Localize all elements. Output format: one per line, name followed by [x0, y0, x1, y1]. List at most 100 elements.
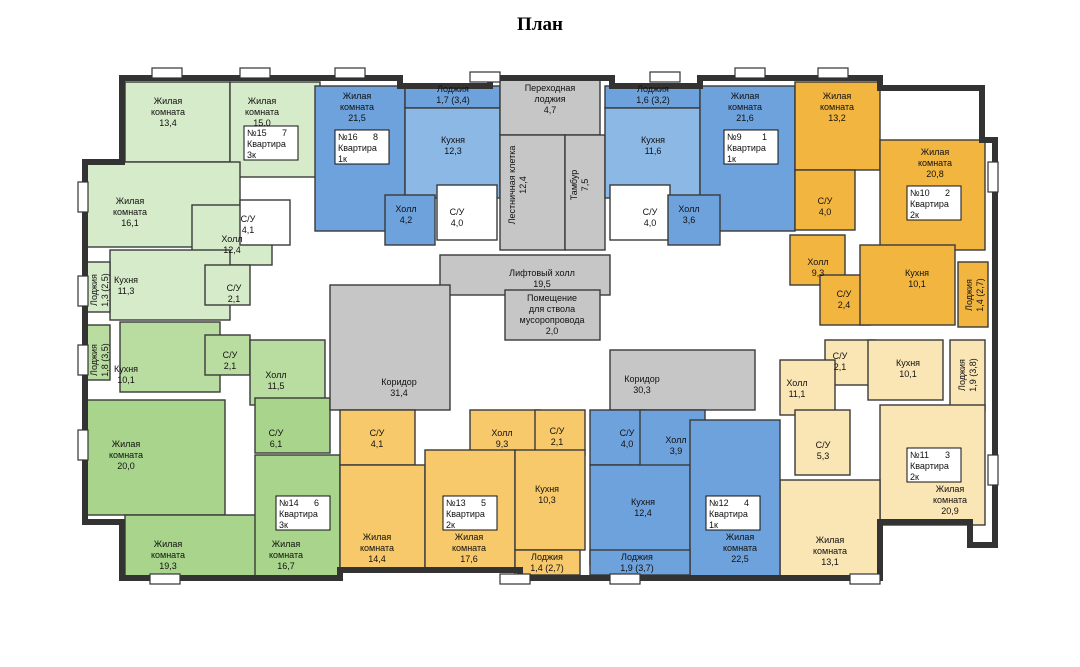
window [77, 344, 89, 376]
room-label-line: 13,2 [828, 113, 846, 123]
apartment-num: №14 [279, 498, 299, 508]
room-label-line: Жилая [154, 539, 183, 549]
room-label-line: 1,8 (3,5) [100, 343, 110, 377]
room-label-line: Лоджия [621, 552, 653, 562]
room-label-line: С/У [620, 428, 635, 438]
room-label-line: 10,1 [908, 279, 926, 289]
room-label-line: 4,1 [371, 439, 384, 449]
apartment-rooms: 2 [945, 188, 950, 198]
room-label-line: 10,3 [538, 495, 556, 505]
room-label-line: 31,4 [390, 388, 408, 398]
room-label-line: Кухня [114, 364, 138, 374]
room-label-line: 2,4 [838, 300, 851, 310]
apartment-word: Квартира [910, 199, 949, 209]
room-label-line: комната [728, 102, 762, 112]
room-label-line: С/У [550, 426, 565, 436]
room-label-line: комната [245, 107, 279, 117]
room-area [514, 449, 586, 551]
room-label-line: лоджия [534, 94, 565, 104]
room-label-line: 20,9 [941, 506, 959, 516]
room-label-line: Кухня [631, 497, 655, 507]
room-label-line: комната [151, 550, 185, 560]
apartment-rooms: 4 [744, 498, 749, 508]
room-label-line: 13,1 [821, 557, 839, 567]
room-label: Тамбур7,5 [569, 170, 590, 201]
window [77, 181, 89, 213]
window [849, 573, 881, 585]
room-label-line: 3,6 [683, 215, 696, 225]
room-label-line: Кухня [441, 135, 465, 145]
room-label-line: 2,1 [228, 294, 241, 304]
room-label-line: Холл [678, 204, 699, 214]
room-label: Лестничная клетка12,4 [507, 146, 528, 225]
room-area [254, 397, 331, 454]
room-area [589, 409, 646, 466]
apartment-badge-frame [334, 129, 390, 165]
room-label-line: Переходная [525, 83, 576, 93]
room-label-line: Помещение [527, 293, 577, 303]
apartment-num: №16 [338, 132, 358, 142]
room-label-line: Холл [807, 257, 828, 267]
room-area [504, 289, 601, 341]
room-area [564, 134, 606, 251]
room-label-line: 2,0 [546, 326, 559, 336]
room-label-line: 4,0 [819, 207, 832, 217]
apartment-badge-frame [243, 125, 299, 161]
apartment-badge-frame [705, 495, 761, 531]
apartment-rooms: 1 [762, 132, 767, 142]
room-label-line: Лоджия [964, 279, 974, 311]
room-label-line: комната [452, 543, 486, 553]
window [649, 71, 681, 83]
room-label-line: 20,8 [926, 169, 944, 179]
apartment-word: Квартира [709, 509, 748, 519]
apartment-num: №9 [727, 132, 742, 142]
room-area [249, 339, 326, 406]
room-area [779, 479, 881, 579]
window [151, 67, 183, 79]
room-label-line: 14,4 [368, 554, 386, 564]
room-area [436, 184, 498, 241]
room-label-line: 10,1 [117, 375, 135, 385]
room-label-line: комната [151, 107, 185, 117]
apartment-type: 3к [279, 520, 288, 530]
apartment-rooms: 5 [481, 498, 486, 508]
room-label-line: Лоджия [531, 552, 563, 562]
room-label-line: С/У [269, 428, 284, 438]
room-label-line: 1,9 (3,7) [620, 563, 654, 573]
room-area [534, 409, 586, 456]
room-label-line: Лоджия [957, 359, 967, 391]
room-label-line: С/У [370, 428, 385, 438]
room-label-line: Жилая [726, 532, 755, 542]
apartment-num: №13 [446, 498, 466, 508]
room-label-line: 4,0 [644, 218, 657, 228]
room-label-line: комната [340, 102, 374, 112]
room-label: Лоджия1,8 (3,5) [89, 343, 110, 377]
room-label-line: Жилая [731, 91, 760, 101]
room-label-line: Лоджия [89, 344, 99, 376]
room-label-line: Жилая [343, 91, 372, 101]
room-label-line: Жилая [154, 96, 183, 106]
apartment-badge-frame [442, 495, 498, 531]
room-area [84, 324, 111, 381]
window [77, 429, 89, 461]
apartment-num: №15 [247, 128, 267, 138]
room-label-line: С/У [223, 350, 238, 360]
